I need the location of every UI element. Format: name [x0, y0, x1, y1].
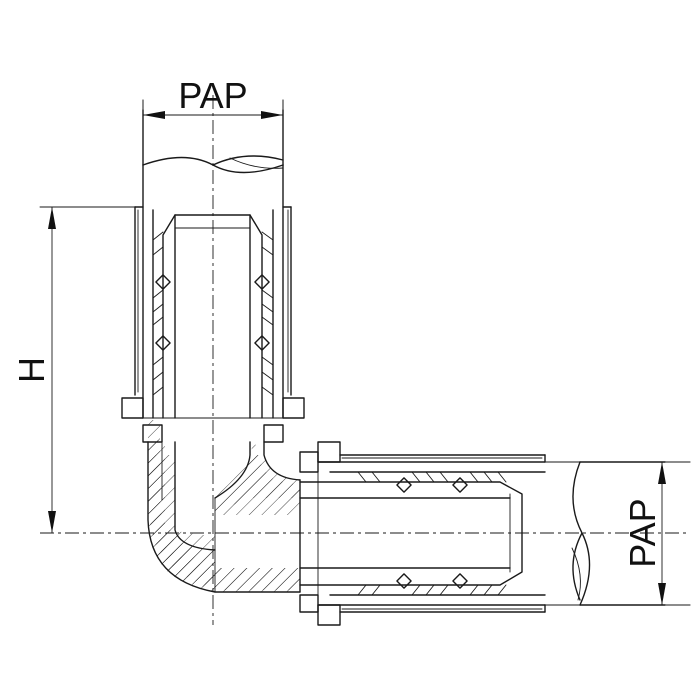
dimension-height: H — [11, 206, 136, 534]
center-lines — [40, 95, 690, 625]
arrow-left-icon — [143, 111, 165, 119]
elbow-outline — [147, 441, 301, 593]
arrow-up-icon — [658, 462, 666, 484]
vertical-insert — [152, 214, 274, 419]
arrow-down-icon — [48, 511, 56, 533]
arrow-up-icon — [48, 207, 56, 229]
dimension-label-right: PAP — [622, 498, 663, 567]
horizontal-pipe — [317, 461, 691, 606]
horizontal-insert — [299, 471, 523, 596]
dimension-top-width: PAP — [142, 75, 284, 131]
dimension-label-height: H — [11, 357, 52, 383]
horizontal-sleeve — [339, 454, 546, 613]
horizontal-collar — [299, 441, 341, 626]
elbow-body-section — [148, 420, 300, 590]
arrow-down-icon — [658, 583, 666, 605]
vertical-collar — [121, 397, 305, 443]
dimension-right-width: PAP — [622, 461, 691, 606]
arrow-right-icon — [261, 111, 283, 119]
vertical-sleeve — [134, 206, 292, 396]
dimension-label-top: PAP — [178, 75, 247, 116]
